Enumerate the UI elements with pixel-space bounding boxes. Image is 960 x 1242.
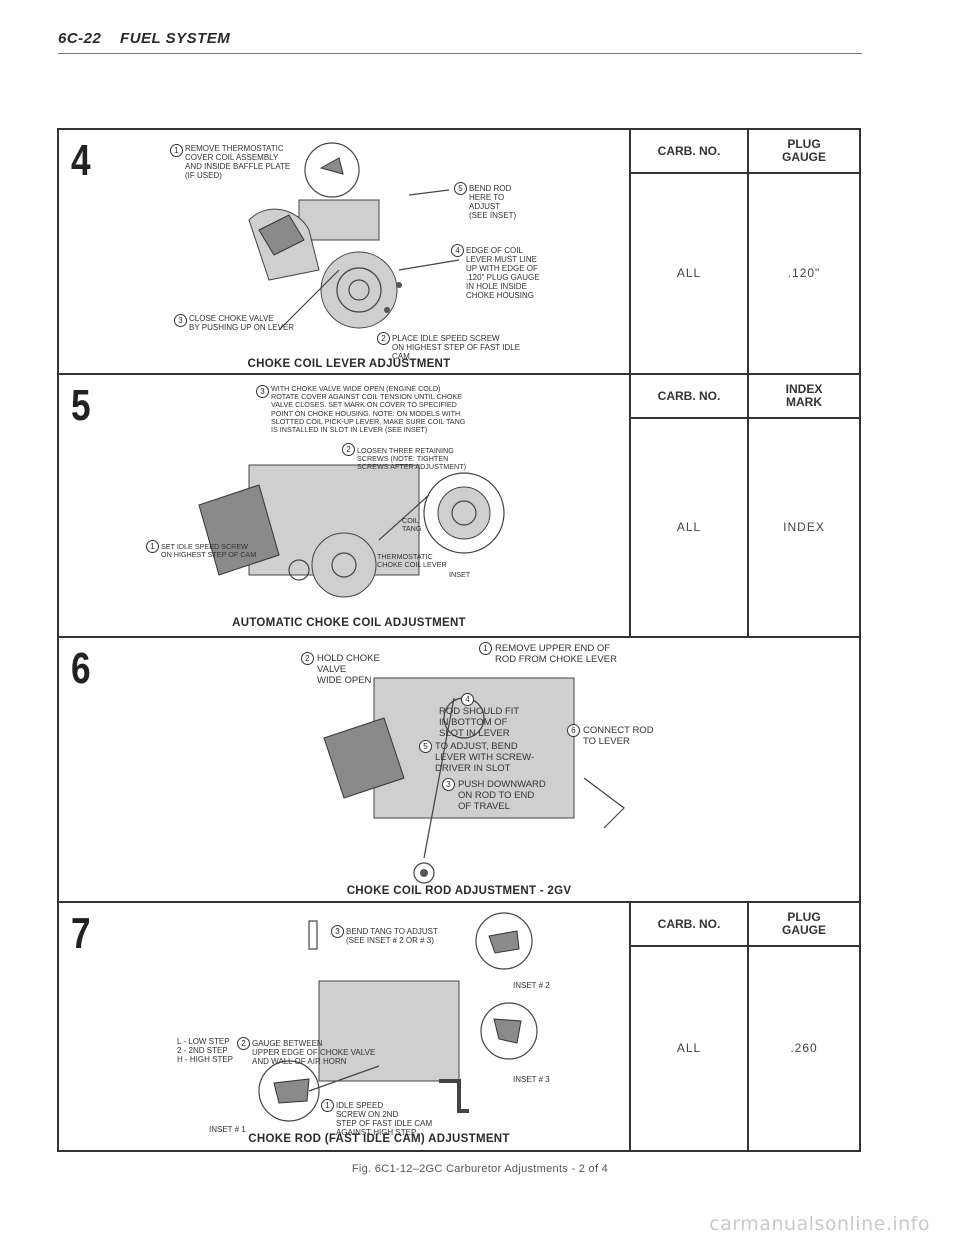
panel-6: 6 2 HOLD CHOKE VALVE WIDE OPEN 1 REMOVE … — [59, 638, 859, 903]
callout-number-4: 4 — [461, 693, 474, 706]
carb-body — [373, 677, 575, 819]
spec-table: CARB. NO. ALL PLUG GAUGE .120" — [629, 130, 859, 373]
spec-value-carb: ALL — [676, 1040, 702, 1055]
panel-title: AUTOMATIC CHOKE COIL ADJUSTMENT — [232, 617, 466, 629]
gauge-pin — [308, 920, 318, 950]
spec-header-gauge: PLUG GAUGE — [749, 130, 859, 174]
panel-title: CHOKE COIL ROD ADJUSTMENT - 2GV — [346, 885, 572, 897]
figure-caption: Fig. 6C1-12–2GC Carburetor Adjustments -… — [351, 1163, 609, 1175]
choke-cover — [311, 532, 377, 598]
callout-rod-fit: ROD SHOULD FIT IN BOTTOM OF SLOT IN LEVE… — [439, 706, 520, 739]
carb-body — [318, 980, 460, 1082]
label-coil-tang: COIL TANG — [402, 516, 422, 534]
callout-connect-rod: CONNECT ROD TO LEVER — [583, 725, 654, 747]
callout-bend-tang: BEND TANG TO ADJUST (SEE INSET # 2 or # … — [346, 927, 438, 945]
callout-gauge-between: GAUGE BETWEEN UPPER EDGE OF CHOKE VALVE … — [252, 1039, 376, 1066]
air-horn — [298, 199, 380, 241]
callout-number-5: 5 — [419, 740, 432, 753]
callout-number-3: 3 — [442, 778, 455, 791]
choke-linkage — [323, 717, 405, 799]
inset-circle — [423, 472, 505, 554]
inset-2-circle — [475, 912, 533, 970]
spec-value-index: INDEX — [783, 519, 825, 534]
spec-header-gauge: PLUG GAUGE — [749, 903, 859, 947]
callout-remove-cover: REMOVE THERMOSTATIC COVER COIL ASSEMBLY … — [185, 144, 291, 180]
callout-idle-speed: IDLE SPEED SCREW ON 2ND STEP OF FAST IDL… — [336, 1101, 433, 1137]
callout-push-rod: PUSH DOWNWARD ON ROD TO END OF TRAVEL — [458, 779, 546, 812]
panel-title: CHOKE COIL LEVER ADJUSTMENT — [247, 358, 451, 370]
callout-set-idle: SET IDLE SPEED SCREW ON HIGHEST STEP OF … — [161, 542, 257, 560]
callout-number-2: 2 — [377, 332, 390, 345]
callout-number-3: 3 — [256, 385, 269, 398]
spec-header-carb: CARB. NO. — [631, 130, 747, 174]
callout-number-4: 4 — [451, 244, 464, 257]
callout-number-5: 5 — [454, 182, 467, 195]
callout-edge-coil: EDGE OF COIL LEVER MUST LINE UP WITH EDG… — [466, 246, 540, 300]
coil-spiral — [413, 862, 435, 884]
spec-value-gauge: .260 — [790, 1040, 818, 1055]
inset-circle — [304, 142, 360, 198]
inset-coil — [437, 486, 491, 540]
spec-table: CARB. NO. ALL PLUG GAUGE .260 — [629, 903, 859, 1150]
spec-header-carb: CARB. NO. — [631, 375, 747, 419]
spec-value-carb: ALL — [676, 265, 702, 280]
callout-number-1: 1 — [146, 540, 159, 553]
label-inset-2: INSET # 2 — [513, 981, 550, 990]
callout-number-3: 3 — [174, 314, 187, 327]
section-title: FUEL SYSTEM — [120, 30, 231, 47]
callout-hold-valve: HOLD CHOKE VALVE WIDE OPEN — [317, 653, 380, 686]
callout-rotate-cover: WITH CHOKE VALVE WIDE OPEN (ENGINE COLD)… — [271, 384, 466, 435]
label-inset-3: INSET # 3 — [513, 1075, 550, 1084]
callout-number-1: 1 — [479, 642, 492, 655]
leader-line — [278, 269, 340, 331]
panel-7: 7 3 BEND TANG TO ADJUST (SEE INSET # 2 o… — [59, 903, 859, 1150]
callout-number-2: 2 — [301, 652, 314, 665]
panel-4: 4 1 REMOVE THERMOSTATIC COVER COIL ASSEM… — [59, 130, 859, 375]
page-number: 6C-22 — [58, 30, 102, 47]
choke-lever — [258, 214, 305, 256]
callout-close-valve: CLOSE CHOKE VALVE BY PUSHING UP ON LEVER — [189, 314, 295, 332]
choke-housing — [320, 251, 398, 329]
choke-linkage — [198, 484, 280, 576]
choke-rod — [423, 697, 455, 859]
callout-number-3: 3 — [331, 925, 344, 938]
coil — [336, 267, 382, 313]
spec-value-carb: ALL — [676, 519, 702, 534]
panel-title: CHOKE ROD (FAST IDLE CAM) ADJUSTMENT — [248, 1133, 510, 1145]
panel-number: 7 — [71, 909, 91, 958]
spec-header-carb: CARB. NO. — [631, 903, 747, 947]
callout-bend-lever: TO ADJUST, BEND LEVER WITH SCREW- DRIVER… — [435, 741, 535, 774]
panel-number: 6 — [71, 644, 91, 693]
inset-lever — [319, 157, 344, 175]
callout-number-2: 2 — [342, 443, 355, 456]
spec-table: CARB. NO. ALL INDEX MARK INDEX — [629, 375, 859, 636]
legend-steps: L - LOW STEP 2 - 2ND STEP H - HIGH STEP — [177, 1037, 234, 1064]
carburetor-illustration — [248, 142, 460, 331]
carburetor-illustration — [323, 677, 625, 884]
carburetor-illustration — [258, 912, 538, 1122]
watermark: carmanualsonline.info — [709, 1213, 930, 1235]
label-thermostatic-lever: THERMOSTATIC CHOKE COIL LEVER — [377, 552, 447, 570]
inset-3-circle — [480, 1002, 538, 1060]
callout-remove-rod: REMOVE UPPER END OF ROD FROM CHOKE LEVER — [495, 643, 617, 665]
panel-5: 5 3 WITH CHOKE VALVE WIDE OPEN (ENGINE C… — [59, 375, 859, 638]
callout-loosen-screws: LOOSEN THREE RETAINING SCREWS (NOTE: TIG… — [357, 446, 467, 472]
label-inset: INSET — [449, 570, 471, 579]
callout-number-2: 2 — [237, 1037, 250, 1050]
adjustment-figure-frame: 4 1 REMOVE THERMOSTATIC COVER COIL ASSEM… — [57, 128, 861, 1152]
spec-value-gauge: .120" — [787, 265, 821, 280]
callout-number-6: 6 — [567, 724, 580, 737]
inset-1-circle — [258, 1060, 320, 1122]
carburetor-illustration — [198, 464, 505, 598]
panel-number: 4 — [71, 136, 91, 185]
callout-idle-screw: PLACE IDLE SPEED SCREW ON HIGHEST STEP O… — [392, 334, 521, 361]
callout-bend-rod: BEND ROD HERE TO ADJUST (SEE INSET) — [469, 184, 517, 220]
page-header: 6C-22 FUEL SYSTEM — [58, 30, 862, 54]
spec-header-index: INDEX MARK — [749, 375, 859, 419]
panel-number: 5 — [71, 381, 91, 430]
callout-number-1: 1 — [321, 1099, 334, 1112]
callout-number-1: 1 — [170, 144, 183, 157]
label-inset-1: INSET # 1 — [209, 1125, 246, 1134]
